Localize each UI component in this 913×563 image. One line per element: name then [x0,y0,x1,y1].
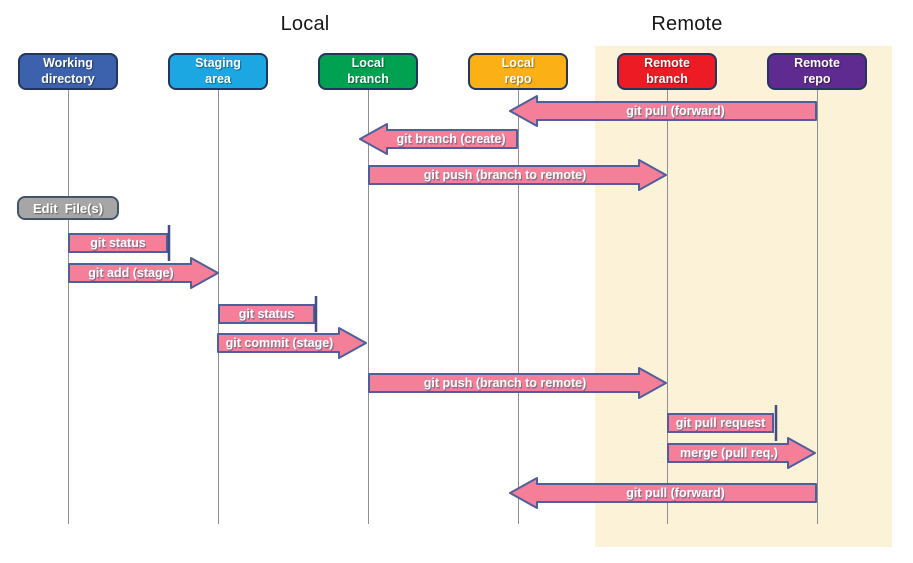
remote-section-background [595,46,892,547]
message-label: git branch (create) [396,132,506,146]
actor-staging-area: Staging area [168,53,268,90]
bar-message-shape [667,405,778,441]
note-edit-files: Edit File(s) [17,196,119,220]
bar-message-shape [68,225,171,261]
left-arrow-shape [509,95,817,127]
lifeline-local-repo [518,90,519,524]
message-label: git pull (forward) [626,486,725,500]
message-git-push-2: git push (branch to remote) [368,367,668,399]
left-arrow-shape [359,123,518,155]
message-label: git push (branch to remote) [423,168,587,182]
group-title-remote: Remote [651,13,723,35]
right-arrow-shape [217,327,367,359]
actor-working-directory: Working directory [18,53,118,90]
message-git-commit-stage: git commit (stage) [217,327,368,359]
message-label: git pull (forward) [626,104,725,118]
message-merge-pull-req: merge (pull req.) [667,437,817,469]
message-git-pull-forward-2: git pull (forward) [508,477,817,509]
lifeline-working-directory [68,90,69,524]
message-git-add-stage: git add (stage) [68,257,220,289]
message-git-status-1: git status [68,224,171,262]
message-label: git pull request [675,416,766,430]
lifeline-remote-branch [667,90,668,524]
message-label: git commit (stage) [225,336,334,350]
actor-local-repo: Local repo [468,53,568,90]
lifeline-local-branch [368,90,369,524]
message-git-status-2: git status [218,295,318,333]
bar-message-shape [218,296,318,332]
message-label: git status [238,307,295,321]
message-git-pull-forward-1: git pull (forward) [508,95,817,127]
lifeline-remote-repo [817,90,818,524]
group-title-local: Local [280,13,330,35]
message-label: merge (pull req.) [680,446,778,460]
right-arrow-shape [68,257,219,289]
message-label: git add (stage) [88,266,174,280]
message-label: git status [90,236,146,250]
message-git-branch-create: git branch (create) [358,123,518,155]
actor-remote-branch: Remote branch [617,53,717,90]
left-arrow-shape [509,477,817,509]
right-arrow-shape [368,159,667,191]
message-git-push-1: git push (branch to remote) [368,159,668,191]
message-label: git push (branch to remote) [423,376,587,390]
actor-remote-repo: Remote repo [767,53,867,90]
right-arrow-shape [368,367,667,399]
message-git-pull-request: git pull request [667,404,778,442]
actor-local-branch: Local branch [318,53,418,90]
right-arrow-shape [667,437,816,469]
